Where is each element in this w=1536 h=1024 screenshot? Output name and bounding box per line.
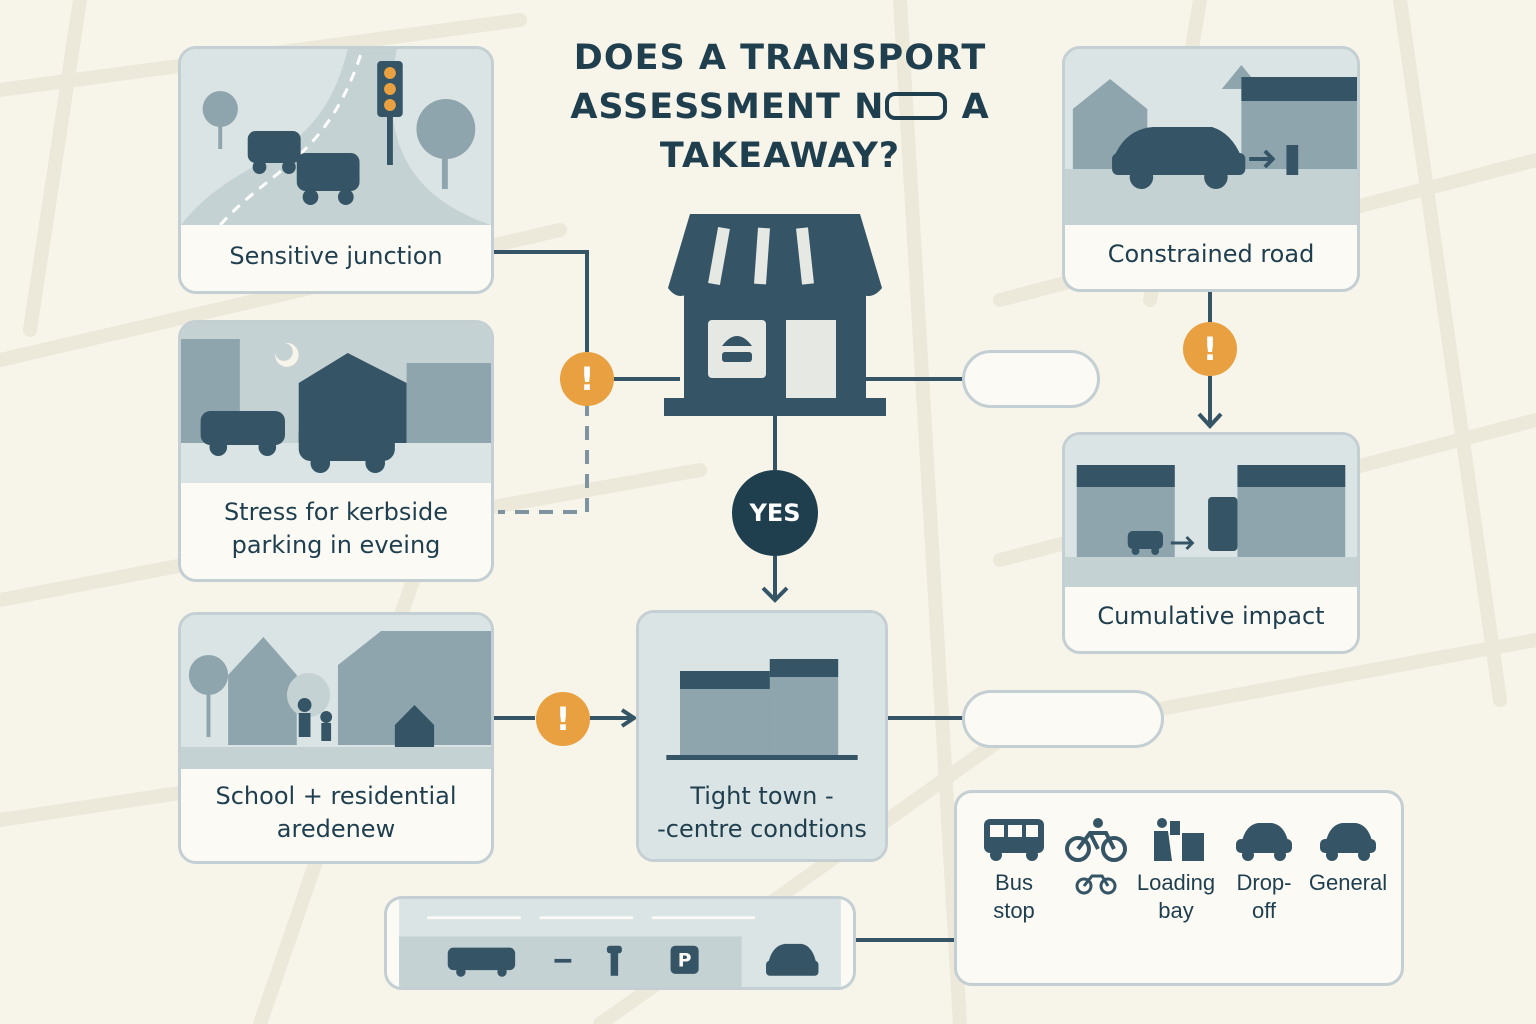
card-town-centre: Tight town - -centre condtions xyxy=(636,610,888,862)
car-icon xyxy=(766,943,819,976)
legend-panel: Bus stop Loading bay Drop- off General xyxy=(954,790,1404,986)
legend-item-drop-off: Drop- off xyxy=(1219,815,1309,925)
warning-icon: ! xyxy=(560,352,614,406)
bicycle-icon xyxy=(1065,818,1127,862)
card-sensitive-junction: Sensitive junction xyxy=(178,46,494,294)
card-caption: Constrained road xyxy=(1107,239,1315,268)
warning-icon: ! xyxy=(536,692,590,746)
legend-label: Bus xyxy=(995,870,1033,895)
small-bicycle-icon xyxy=(1075,874,1117,895)
legend-item-general: General xyxy=(1303,815,1393,897)
card-caption: Stress for kerbside parking in eveing xyxy=(181,479,491,579)
town-centre-illustration xyxy=(639,613,885,859)
road-strip: P xyxy=(384,896,856,990)
caption-line-2: parking in eveing xyxy=(231,531,441,559)
legend-label: Loading xyxy=(1136,870,1216,895)
yes-badge: YES xyxy=(732,470,818,556)
caption-line-1: School + residential xyxy=(215,782,457,810)
legend-label: bay xyxy=(1158,898,1194,923)
legend-label: off xyxy=(1251,898,1277,923)
title-line-1: DOES A TRANSPORT xyxy=(573,38,987,78)
legend-item-bus-stop: Bus stop xyxy=(969,815,1059,925)
parking-icon: P xyxy=(670,945,699,974)
loading-icon xyxy=(1154,818,1204,861)
takeaway-shop-icon xyxy=(664,214,886,416)
caption-line-1: Stress for kerbside xyxy=(223,498,449,526)
school-illustration xyxy=(181,615,491,769)
legend-item-loading-bay: Loading bay xyxy=(1131,815,1221,925)
road-strip-illustration: P xyxy=(399,899,841,987)
page-title: DOES A TRANSPORT ASSESSMENT N A TAKEAWAY… xyxy=(540,34,1020,181)
title-line-3: TAKEAWAY? xyxy=(659,136,901,176)
card-cumulative-impact: Cumulative impact xyxy=(1062,432,1360,654)
kerbside-illustration xyxy=(181,323,491,483)
caption-line-2: -centre condtions xyxy=(657,815,867,843)
card-caption: Sensitive junction xyxy=(229,241,443,270)
card-caption: School + residential aredenew xyxy=(181,765,491,861)
bus-icon xyxy=(984,819,1044,861)
legend-label: General xyxy=(1308,870,1388,895)
title-line-2: ASSESSMENT N A xyxy=(570,87,990,127)
card-constrained-road: Constrained road xyxy=(1062,46,1360,292)
card-caption: Tight town - -centre condtions xyxy=(639,767,885,859)
card-school-residential: School + residential aredenew xyxy=(178,612,494,864)
junction-illustration xyxy=(181,49,491,225)
car-icon xyxy=(1236,823,1292,861)
legend-label: stop xyxy=(993,898,1035,923)
empty-answer-pill xyxy=(962,690,1164,748)
empty-answer-pill xyxy=(962,350,1100,408)
bus-icon xyxy=(447,947,516,977)
caption-line-2: aredenew xyxy=(276,815,396,843)
blank-box-icon xyxy=(885,92,948,120)
person-icon xyxy=(606,945,622,976)
caption-line-1: Tight town - xyxy=(690,782,834,810)
cumulative-illustration xyxy=(1065,435,1357,587)
svg-text:P: P xyxy=(678,950,692,971)
constrained-road-illustration xyxy=(1065,49,1357,225)
car-icon xyxy=(1320,823,1376,861)
warning-icon: ! xyxy=(1183,322,1237,376)
legend-item-bicycle xyxy=(1051,815,1141,901)
legend-label: Drop- xyxy=(1236,870,1292,895)
card-kerbside-parking: Stress for kerbside parking in eveing xyxy=(178,320,494,582)
card-caption: Cumulative impact xyxy=(1097,601,1325,630)
